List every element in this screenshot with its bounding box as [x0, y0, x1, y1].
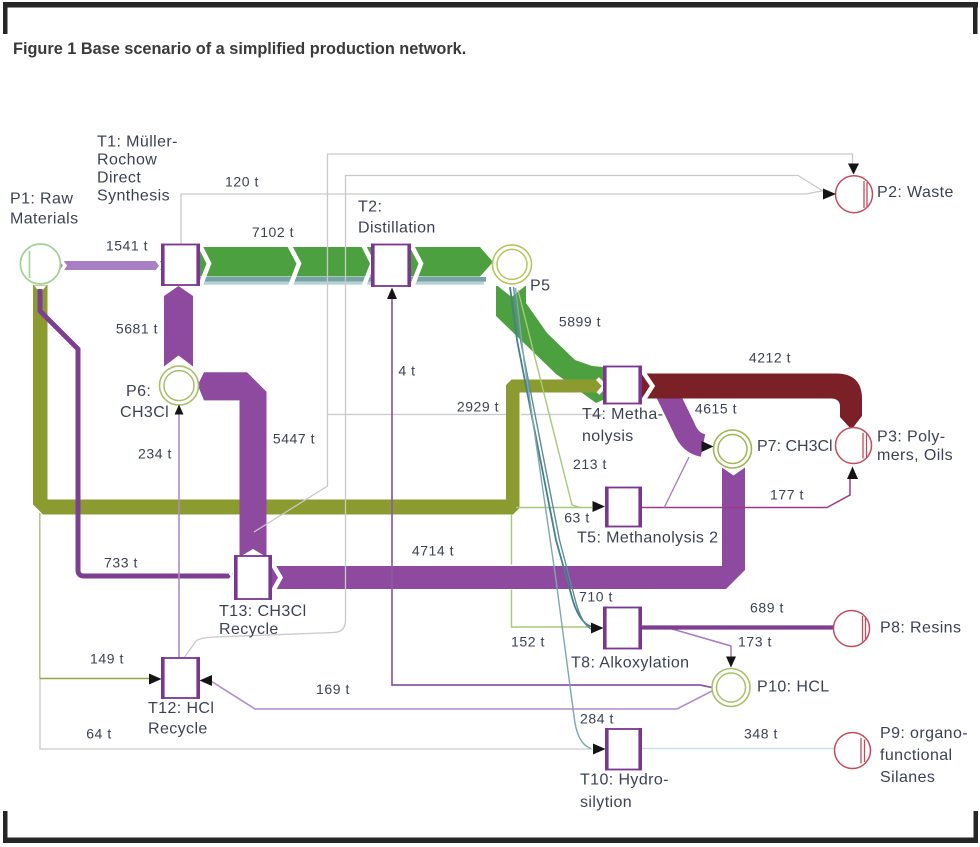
svg-text:Recycle: Recycle [219, 621, 279, 638]
svg-text:4 t: 4 t [398, 363, 415, 379]
svg-text:5899 t: 5899 t [559, 314, 601, 330]
svg-text:P8: Resins: P8: Resins [880, 620, 961, 637]
svg-text:silytion: silytion [580, 794, 632, 811]
svg-text:2929 t: 2929 t [457, 399, 499, 415]
svg-text:T5: Methanolysis 2: T5: Methanolysis 2 [577, 530, 718, 547]
svg-text:177 t: 177 t [770, 487, 804, 503]
svg-text:7102 t: 7102 t [252, 224, 294, 240]
svg-text:mers, Oils: mers, Oils [877, 447, 953, 464]
svg-text:213 t: 213 t [573, 456, 607, 472]
svg-text:Distillation: Distillation [358, 220, 436, 237]
svg-text:Recycle: Recycle [148, 721, 208, 738]
svg-text:Figure 1 Base scenario of a si: Figure 1 Base scenario of a simplified p… [13, 40, 466, 58]
svg-text:P2: Waste: P2: Waste [877, 184, 954, 201]
svg-text:P10: HCL: P10: HCL [757, 679, 830, 696]
svg-text:P1: Raw: P1: Raw [10, 191, 73, 208]
svg-text:120 t: 120 t [225, 174, 259, 190]
svg-text:P7: CH3Cl: P7: CH3Cl [757, 438, 833, 455]
svg-text:T1: Müller-: T1: Müller- [97, 134, 178, 151]
svg-text:CH3Cl: CH3Cl [120, 404, 169, 421]
svg-text:T4: Metha-: T4: Metha- [582, 406, 663, 423]
svg-text:T12: HCl: T12: HCl [148, 700, 214, 717]
svg-text:Materials: Materials [10, 211, 79, 228]
svg-text:P6:: P6: [126, 383, 151, 400]
svg-text:4615 t: 4615 t [695, 401, 737, 417]
svg-text:710 t: 710 t [579, 589, 613, 605]
svg-text:64 t: 64 t [86, 726, 112, 742]
svg-text:152 t: 152 t [511, 634, 545, 650]
svg-text:4212 t: 4212 t [749, 350, 791, 366]
svg-text:Direct: Direct [97, 170, 141, 187]
svg-text:4714 t: 4714 t [412, 543, 454, 559]
svg-text:63 t: 63 t [564, 510, 590, 526]
svg-text:P3: Poly-: P3: Poly- [877, 429, 946, 446]
svg-text:P5: P5 [530, 278, 550, 295]
svg-text:P9: organo-: P9: organo- [880, 725, 968, 742]
svg-text:1541 t: 1541 t [106, 238, 148, 254]
svg-text:Rochow: Rochow [97, 152, 157, 169]
svg-text:149 t: 149 t [90, 651, 124, 667]
svg-text:Silanes: Silanes [880, 769, 935, 786]
svg-text:T13: CH3Cl: T13: CH3Cl [219, 603, 307, 620]
svg-text:733 t: 733 t [104, 555, 138, 571]
svg-text:689 t: 689 t [750, 600, 784, 616]
svg-text:234 t: 234 t [138, 446, 172, 462]
svg-text:T2:: T2: [358, 199, 382, 216]
svg-text:5681 t: 5681 t [116, 321, 158, 337]
svg-text:173 t: 173 t [738, 634, 772, 650]
svg-text:5447 t: 5447 t [273, 431, 315, 447]
svg-text:Synthesis: Synthesis [97, 188, 170, 205]
svg-text:T8: Alkoxylation: T8: Alkoxylation [571, 655, 689, 672]
svg-text:nolysis: nolysis [582, 428, 634, 445]
svg-text:169 t: 169 t [316, 681, 350, 697]
svg-text:348 t: 348 t [744, 726, 778, 742]
svg-text:T10: Hydro-: T10: Hydro- [580, 772, 669, 789]
svg-text:functional: functional [880, 747, 953, 764]
svg-text:284 t: 284 t [580, 711, 614, 727]
